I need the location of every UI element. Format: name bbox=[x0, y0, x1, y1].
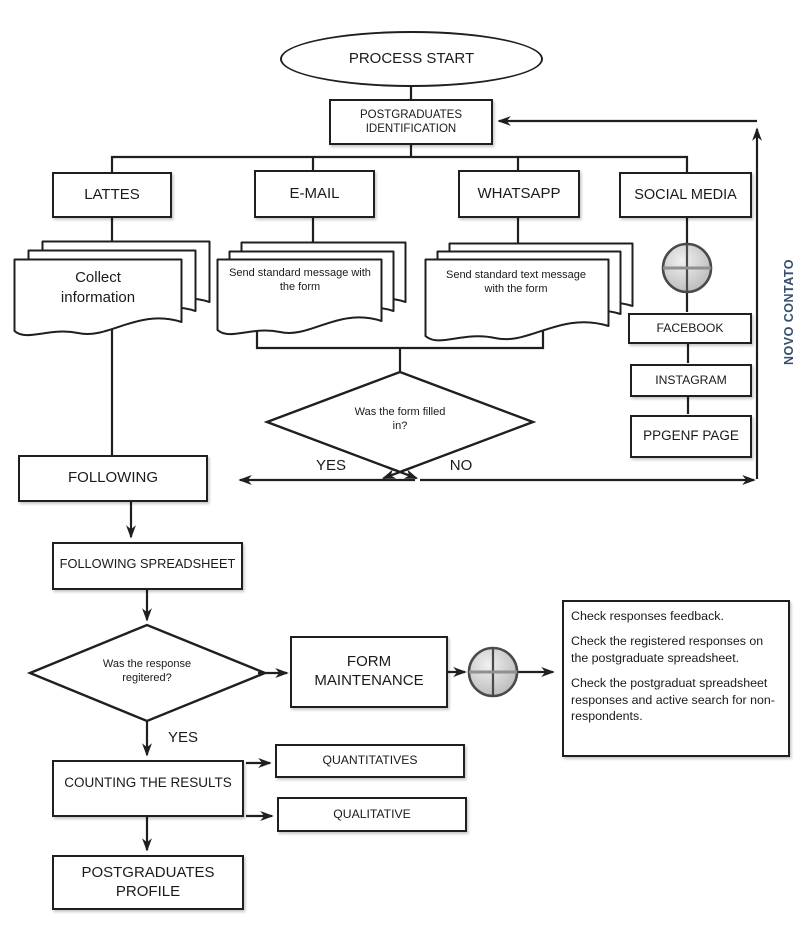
ppgenf-page-node: PPGENF PAGE bbox=[630, 415, 752, 458]
postgraduates-profile-node: POSTGRADUATES PROFILE bbox=[52, 855, 244, 910]
novo-contato-label: NOVO CONTATO bbox=[782, 259, 796, 365]
facebook-label: FACEBOOK bbox=[656, 320, 724, 335]
channel-email-node: E-MAIL bbox=[254, 170, 375, 218]
following-spreadsheet-node: FOLLOWING SPREADSHEET bbox=[52, 542, 243, 590]
following-node: FOLLOWING bbox=[18, 455, 208, 502]
whatsapp-label: WHATSAPP bbox=[477, 184, 561, 202]
decision-response-label: Was the response regitered? bbox=[102, 658, 192, 684]
email-doc-label: Send standard message with the form bbox=[229, 267, 371, 294]
collect-information-doc-label: Collect information bbox=[60, 269, 136, 306]
channel-whatsapp-node: WHATSAPP bbox=[458, 170, 580, 218]
quantitatives-node: QUANTITATIVES bbox=[275, 744, 465, 778]
qualitative-label: QUALITATIVE bbox=[333, 806, 411, 821]
checklist-item: Check responses feedback. bbox=[571, 609, 724, 623]
decision-form-diamond bbox=[263, 370, 537, 474]
quantitatives-label: QUANTITATIVES bbox=[322, 753, 418, 768]
decision-form-yes-label: YES bbox=[315, 457, 346, 474]
counting-results-node: COUNTING THE RESULTS bbox=[52, 760, 244, 817]
email-document-stack bbox=[216, 241, 407, 336]
process-start-label: PROCESS START bbox=[348, 49, 475, 67]
postgraduates-profile-label: POSTGRADUATES PROFILE bbox=[81, 863, 215, 900]
counting-results-label: COUNTING THE RESULTS bbox=[64, 775, 232, 790]
instagram-label: INSTAGRAM bbox=[655, 372, 727, 387]
lattes-label: LATTES bbox=[84, 185, 140, 203]
facebook-node: FACEBOOK bbox=[628, 313, 752, 344]
lattes-document-stack bbox=[13, 240, 211, 337]
social-media-label: SOCIAL MEDIA bbox=[634, 186, 737, 203]
decision-form-label: Was the form filled in? bbox=[354, 406, 446, 432]
checklist-item: Check the registered responses on the po… bbox=[571, 634, 764, 665]
postgraduates-identification-label: POSTGRADUATES IDENTIFICATION bbox=[359, 108, 463, 135]
ppgenf-page-label: PPGENF PAGE bbox=[643, 428, 739, 444]
channel-social-media-node: SOCIAL MEDIA bbox=[619, 172, 752, 218]
instagram-node: INSTAGRAM bbox=[630, 364, 752, 397]
maintenance-checklist-node: Check responses feedback. Check the regi… bbox=[562, 600, 790, 757]
channel-lattes-node: LATTES bbox=[52, 172, 172, 218]
process-start-node: PROCESS START bbox=[280, 31, 543, 87]
following-spreadsheet-label: FOLLOWING SPREADSHEET bbox=[59, 556, 236, 571]
qualitative-node: QUALITATIVE bbox=[277, 797, 467, 832]
decision-form-no-label: NO bbox=[449, 457, 473, 474]
form-maintenance-node: FORM MAINTENANCE bbox=[290, 636, 448, 708]
decision-response-yes-label: YES bbox=[167, 729, 198, 746]
whatsapp-doc-label: Send standard text message with the form bbox=[445, 269, 587, 296]
form-maintenance-label: FORM MAINTENANCE bbox=[314, 653, 424, 689]
maintenance-plus-connector-icon bbox=[467, 646, 519, 698]
social-plus-connector-icon bbox=[661, 242, 713, 294]
postgraduates-identification-node: POSTGRADUATES IDENTIFICATION bbox=[329, 99, 493, 145]
checklist-item: Check the postgraduat spreadsheet respon… bbox=[571, 676, 775, 723]
whatsapp-document-stack bbox=[424, 242, 634, 342]
following-label: FOLLOWING bbox=[67, 469, 158, 487]
email-label: E-MAIL bbox=[289, 184, 340, 202]
